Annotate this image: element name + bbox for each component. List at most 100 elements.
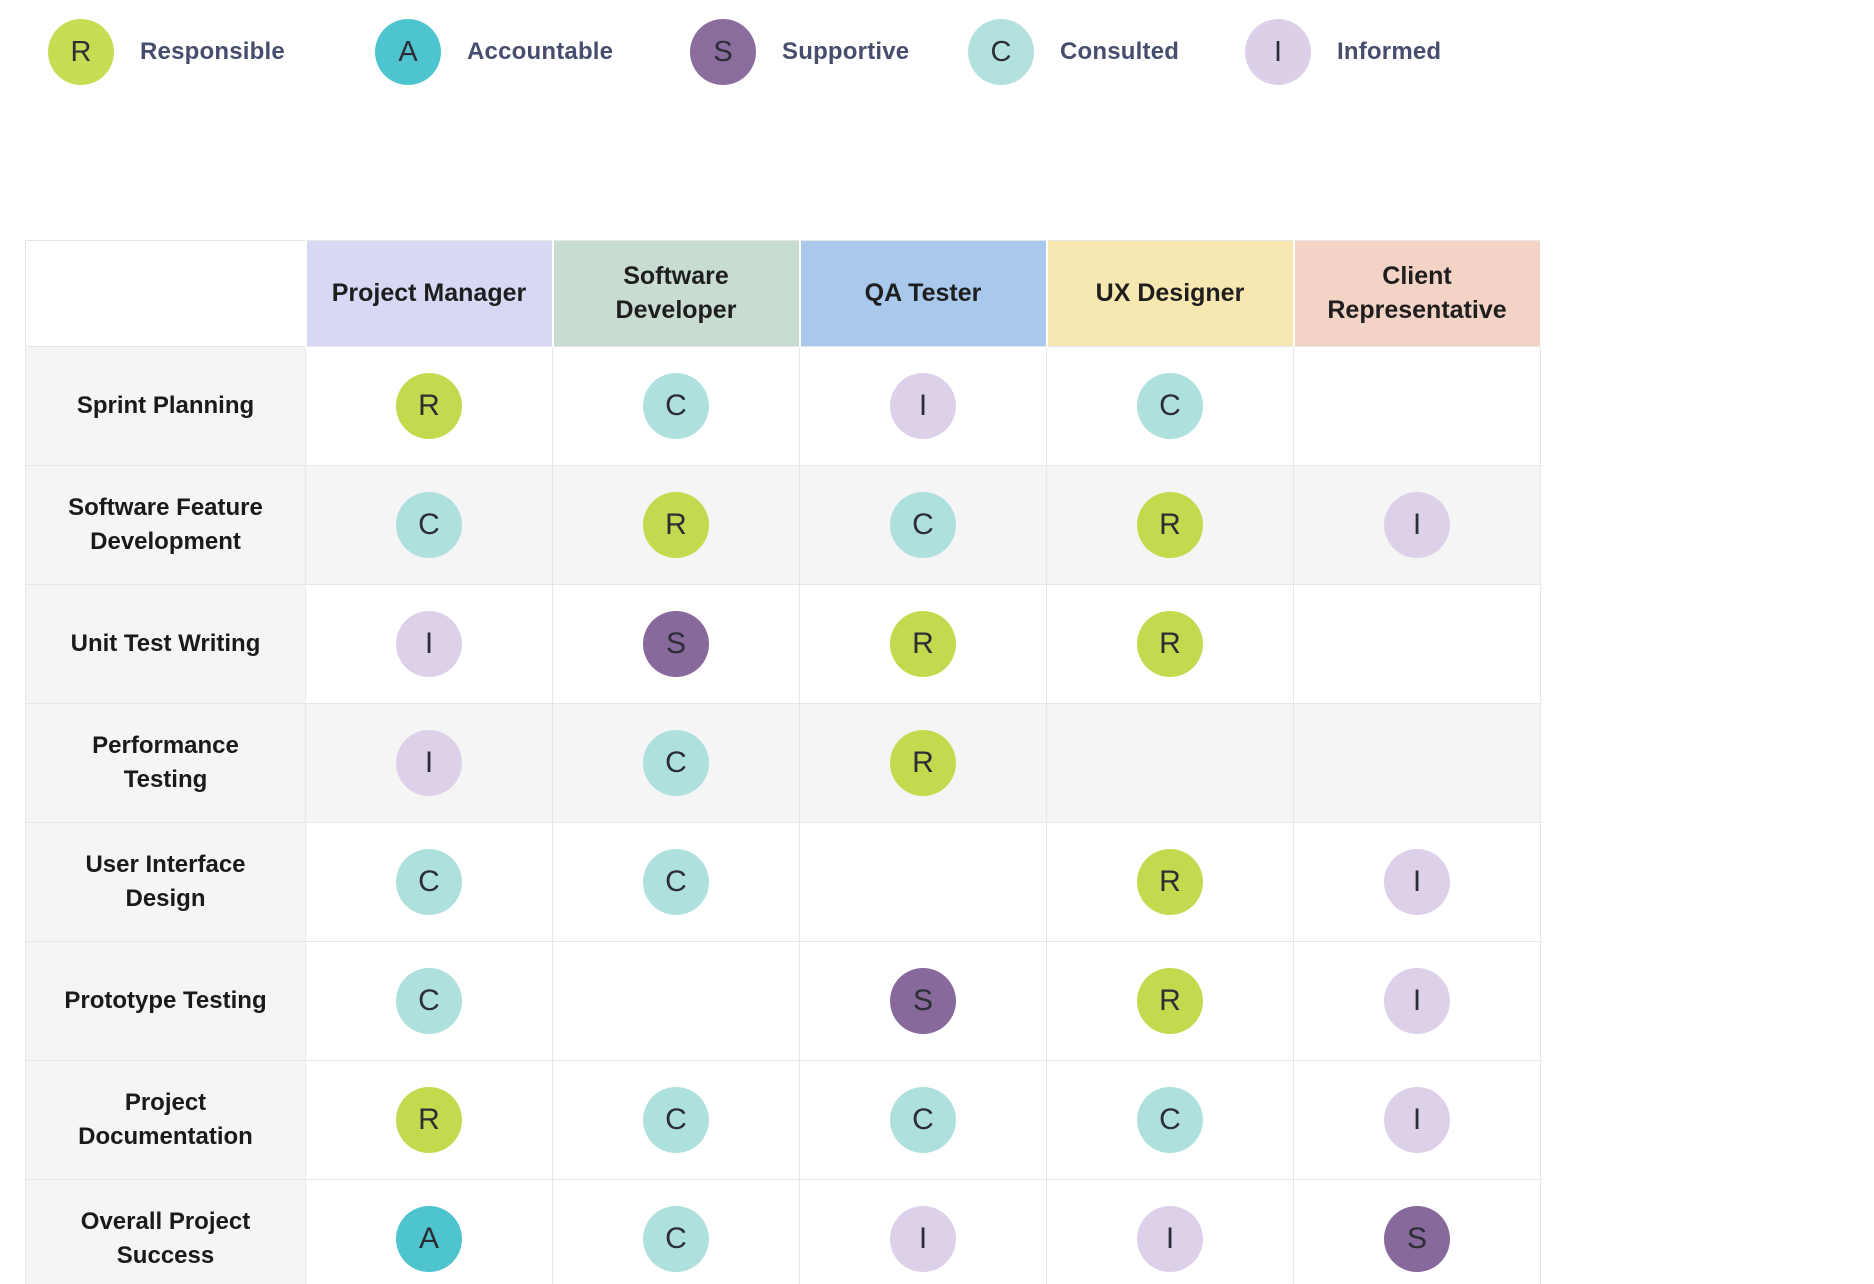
task-row-project-documentation: Project Documentation R C C C I bbox=[25, 1060, 1541, 1180]
corner-cell bbox=[25, 240, 306, 347]
raci-cell: C bbox=[799, 465, 1047, 585]
task-row-software-feature-development: Software Feature Development C R C R I bbox=[25, 465, 1541, 585]
row-label-text: Unit Test Writing bbox=[70, 630, 261, 658]
raci-badge-c: C bbox=[643, 373, 709, 439]
row-label-project-documentation: Project Documentation bbox=[25, 1060, 306, 1180]
row-label-prototype-testing: Prototype Testing bbox=[25, 941, 306, 1061]
row-label-text: Project Documentation bbox=[78, 1089, 253, 1150]
raci-cell bbox=[1293, 703, 1541, 823]
row-label-text: Prototype Testing bbox=[64, 987, 267, 1015]
column-header-label: Software Developer bbox=[615, 261, 737, 324]
raci-cell: I bbox=[305, 703, 553, 823]
raci-badge-r: R bbox=[890, 730, 956, 796]
raci-table: Project Manager Software Developer QA Test… bbox=[25, 240, 1542, 1284]
raci-badge-r: R bbox=[1137, 968, 1203, 1034]
legend-badge-i: I bbox=[1245, 19, 1311, 85]
raci-cell bbox=[799, 822, 1047, 942]
raci-badge-r: R bbox=[396, 1087, 462, 1153]
raci-cell: S bbox=[799, 941, 1047, 1061]
raci-badge-c: C bbox=[1137, 1087, 1203, 1153]
row-label-performance-testing: Performance Testing bbox=[25, 703, 306, 823]
row-label-sprint-planning: Sprint Planning bbox=[25, 346, 306, 466]
raci-cell: R bbox=[552, 465, 800, 585]
raci-cell: I bbox=[799, 1179, 1047, 1284]
header-row: Project Manager Software Developer QA Test… bbox=[25, 240, 1542, 347]
raci-cell: C bbox=[799, 1060, 1047, 1180]
raci-badge-a: A bbox=[396, 1206, 462, 1272]
row-label-user-interface-design: User Interface Design bbox=[25, 822, 306, 942]
legend-badge-c: C bbox=[968, 19, 1034, 85]
row-label-text: Sprint Planning bbox=[76, 392, 255, 420]
raci-badge-c: C bbox=[1137, 373, 1203, 439]
raci-cell: R bbox=[799, 584, 1047, 704]
raci-badge-c: C bbox=[643, 849, 709, 915]
raci-badge-c: C bbox=[643, 1087, 709, 1153]
raci-badge-i: I bbox=[396, 611, 462, 677]
raci-cell bbox=[552, 941, 800, 1061]
column-header-label: Project Manager bbox=[331, 278, 527, 307]
column-header-client-representative: Client Representative bbox=[1292, 240, 1542, 347]
legend-label: Responsible bbox=[140, 38, 285, 65]
raci-badge-r: R bbox=[1137, 849, 1203, 915]
raci-cell: C bbox=[552, 1179, 800, 1284]
raci-cell: I bbox=[305, 584, 553, 704]
raci-cell: C bbox=[552, 703, 800, 823]
legend-label: Supportive bbox=[782, 38, 910, 65]
raci-cell: R bbox=[799, 703, 1047, 823]
column-header-label: QA Tester bbox=[864, 278, 982, 307]
row-label-unit-test-writing: Unit Test Writing bbox=[25, 584, 306, 704]
raci-badge-i: I bbox=[1384, 968, 1450, 1034]
raci-cell bbox=[1046, 703, 1294, 823]
raci-badge-c: C bbox=[643, 730, 709, 796]
raci-badge-c: C bbox=[643, 1206, 709, 1272]
raci-badge-r: R bbox=[1137, 611, 1203, 677]
raci-badge-i: I bbox=[890, 373, 956, 439]
raci-cell: C bbox=[552, 822, 800, 942]
raci-badge-i: I bbox=[1384, 1087, 1450, 1153]
row-label-text: Software Feature Development bbox=[68, 494, 263, 555]
raci-cell: C bbox=[305, 822, 553, 942]
raci-cell: R bbox=[1046, 465, 1294, 585]
legend-item-supportive: S Supportive bbox=[690, 19, 968, 85]
raci-cell: C bbox=[552, 1060, 800, 1180]
raci-cell: I bbox=[1293, 822, 1541, 942]
legend-label: Consulted bbox=[1060, 38, 1180, 65]
raci-cell: S bbox=[1293, 1179, 1541, 1284]
raci-badge-s: S bbox=[1384, 1206, 1450, 1272]
raci-badge-i: I bbox=[396, 730, 462, 796]
task-row-sprint-planning: Sprint Planning R C I C bbox=[25, 346, 1541, 466]
raci-badge-c: C bbox=[396, 849, 462, 915]
raci-badge-s: S bbox=[890, 968, 956, 1034]
row-label-text: Performance Testing bbox=[92, 732, 239, 793]
raci-cell: C bbox=[305, 941, 553, 1061]
raci-cell: I bbox=[1046, 1179, 1294, 1284]
legend-item-consulted: C Consulted bbox=[968, 19, 1245, 85]
raci-cell: R bbox=[1046, 822, 1294, 942]
legend-item-responsible: R Responsible bbox=[48, 19, 375, 85]
raci-cell: C bbox=[1046, 1060, 1294, 1180]
task-row-unit-test-writing: Unit Test Writing I S R R bbox=[25, 584, 1541, 704]
column-header-software-developer: Software Developer bbox=[551, 240, 801, 347]
column-header-qa-tester: QA Tester bbox=[798, 240, 1048, 347]
legend-badge-r: R bbox=[48, 19, 114, 85]
raci-cell: I bbox=[1293, 1060, 1541, 1180]
legend-badge-s: S bbox=[690, 19, 756, 85]
raci-cell: R bbox=[1046, 941, 1294, 1061]
raci-badge-s: S bbox=[643, 611, 709, 677]
raci-badge-r: R bbox=[1137, 492, 1203, 558]
raci-cell: C bbox=[305, 465, 553, 585]
raci-cell: I bbox=[799, 346, 1047, 466]
raci-badge-r: R bbox=[396, 373, 462, 439]
raci-cell: R bbox=[305, 346, 553, 466]
raci-badge-i: I bbox=[1384, 492, 1450, 558]
row-label-text: Overall Project Success bbox=[80, 1208, 251, 1269]
task-row-prototype-testing: Prototype Testing C S R I bbox=[25, 941, 1541, 1061]
column-header-label: UX Designer bbox=[1095, 278, 1245, 307]
raci-cell: R bbox=[1046, 584, 1294, 704]
raci-badge-r: R bbox=[643, 492, 709, 558]
raci-cell: I bbox=[1293, 465, 1541, 585]
raci-badge-c: C bbox=[396, 968, 462, 1034]
